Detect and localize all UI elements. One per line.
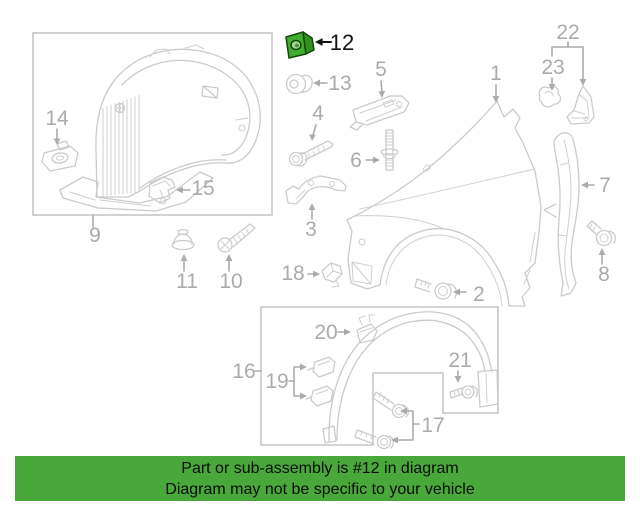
callout-8: 8 [598, 248, 610, 286]
callout-19: 19 [265, 363, 307, 400]
part-15-bracket [148, 176, 176, 204]
part-23-grommet [538, 85, 562, 108]
banner-line2: Diagram may not be specific to your vehi… [165, 480, 475, 498]
callout-label-16: 16 [232, 360, 255, 383]
part-17-screws [354, 391, 410, 450]
banner-line1: Part or sub-assembly is #12 in diagram [181, 459, 459, 477]
callout-label-1: 1 [490, 62, 502, 85]
callout-18: 18 [281, 262, 320, 285]
callout-label-23: 23 [541, 56, 564, 79]
callout-label-4: 4 [312, 102, 324, 125]
part-6-stud [380, 129, 399, 171]
callout-label-13: 13 [328, 72, 351, 95]
callout-16: 16 [232, 360, 262, 383]
callout-label-11: 11 [176, 270, 198, 293]
part-22-bracket [566, 85, 595, 125]
molding-box [260, 306, 499, 446]
callout-14: 14 [45, 107, 69, 145]
callout-17: 17 [391, 407, 445, 444]
part-2-bolt [414, 278, 457, 300]
callout-label-20: 20 [314, 321, 337, 344]
callout-label-7: 7 [599, 174, 611, 197]
callout-label-14: 14 [45, 107, 69, 130]
part-4-bolt [288, 140, 334, 167]
part-20-clip [356, 314, 378, 344]
callout-9: 9 [89, 214, 101, 247]
callout-23: 23 [541, 56, 565, 91]
part-11-grommet [171, 228, 195, 251]
part-12-highlight [285, 31, 315, 59]
callout-label-8: 8 [598, 263, 610, 286]
callout-label-9: 9 [89, 224, 101, 247]
callout-21: 21 [448, 349, 472, 383]
callout-6: 6 [350, 149, 380, 172]
inner-fender-box [32, 32, 273, 216]
part-16-molding [322, 311, 499, 444]
callout-22: 22 [551, 21, 587, 86]
part-21-screw [449, 385, 479, 399]
callout-label-6: 6 [350, 149, 362, 172]
callout-label-12: 12 [330, 30, 354, 55]
part-10-screw [217, 223, 256, 253]
callout-13: 13 [313, 72, 352, 95]
callout-1: 1 [490, 62, 502, 103]
callout-label-22: 22 [556, 21, 579, 44]
callout-12: 12 [315, 30, 354, 55]
callout-5: 5 [375, 58, 387, 98]
callout-3: 3 [305, 203, 317, 241]
callout-label-21: 21 [448, 349, 471, 372]
part-14-clip [41, 140, 79, 172]
callout-label-10: 10 [219, 270, 242, 293]
part-8-bolt [586, 220, 616, 247]
callout-label-5: 5 [375, 58, 387, 81]
callout-label-2: 2 [473, 283, 485, 306]
part-18-clip [321, 262, 343, 288]
callout-20: 20 [314, 321, 351, 344]
part-3-bracket [285, 175, 347, 205]
callout-label-18: 18 [281, 262, 304, 285]
callout-7: 7 [581, 174, 611, 197]
callout-label-17: 17 [421, 414, 444, 437]
part-1-fender [346, 100, 542, 307]
part-5-bracket [349, 95, 410, 131]
part-13-grommet [285, 73, 313, 95]
part-19-clips [305, 356, 336, 407]
part-7-garnish [543, 132, 580, 297]
callout-4: 4 [309, 102, 324, 141]
callout-11: 11 [176, 254, 198, 293]
callout-10: 10 [219, 254, 243, 293]
callout-label-15: 15 [191, 177, 214, 200]
callout-label-3: 3 [305, 218, 317, 241]
callout-label-19: 19 [265, 370, 288, 393]
highlight-banner: Part or sub-assembly is #12 in diagram D… [15, 456, 625, 501]
callout-15: 15 [176, 177, 215, 200]
fender-liner-drawing [59, 44, 261, 212]
callout-2: 2 [453, 283, 485, 306]
